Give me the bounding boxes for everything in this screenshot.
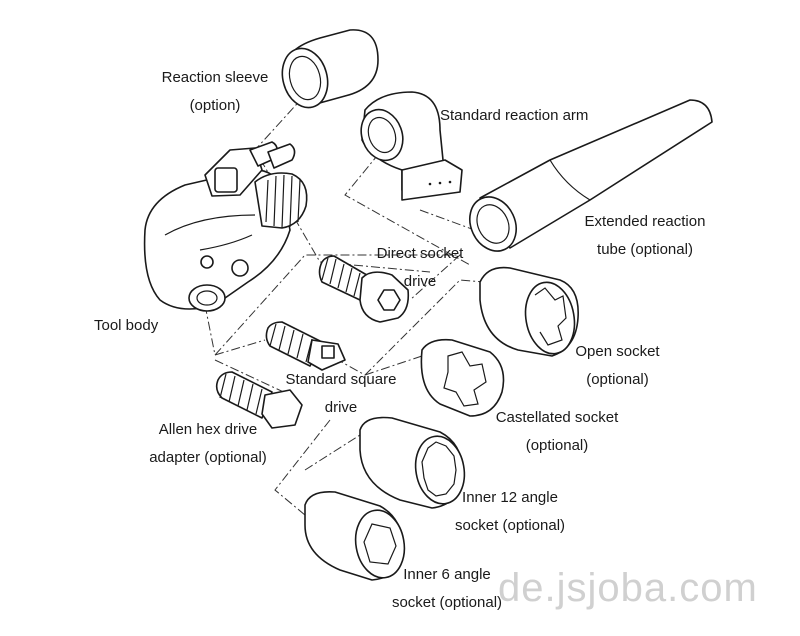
direct-socket-drive-part xyxy=(318,255,410,323)
standard-square-drive-part xyxy=(265,321,346,371)
inner-12-angle-socket-part xyxy=(359,416,466,509)
label-castellated-socket: Castellated socket(optional) xyxy=(495,409,619,454)
reaction-sleeve-part xyxy=(281,29,379,109)
castellated-socket-part xyxy=(420,338,505,417)
label-reaction-sleeve: Reaction sleeve(option) xyxy=(161,69,269,114)
label-standard-reaction-arm: Standard reaction arm xyxy=(440,107,589,124)
tool-body-part xyxy=(143,141,308,312)
open-socket-part xyxy=(479,266,579,357)
label-open-socket: Open socket(optional) xyxy=(575,343,660,388)
standard-reaction-arm-part xyxy=(360,91,463,201)
inner-6-angle-socket-part xyxy=(304,490,406,581)
allen-hex-drive-adapter-part xyxy=(215,371,303,429)
assembly-lines xyxy=(204,94,521,516)
extended-reaction-tube-part xyxy=(469,99,713,252)
label-tool-body: Tool body xyxy=(94,317,159,334)
watermark-text: de.jsjoba.com xyxy=(498,566,758,610)
